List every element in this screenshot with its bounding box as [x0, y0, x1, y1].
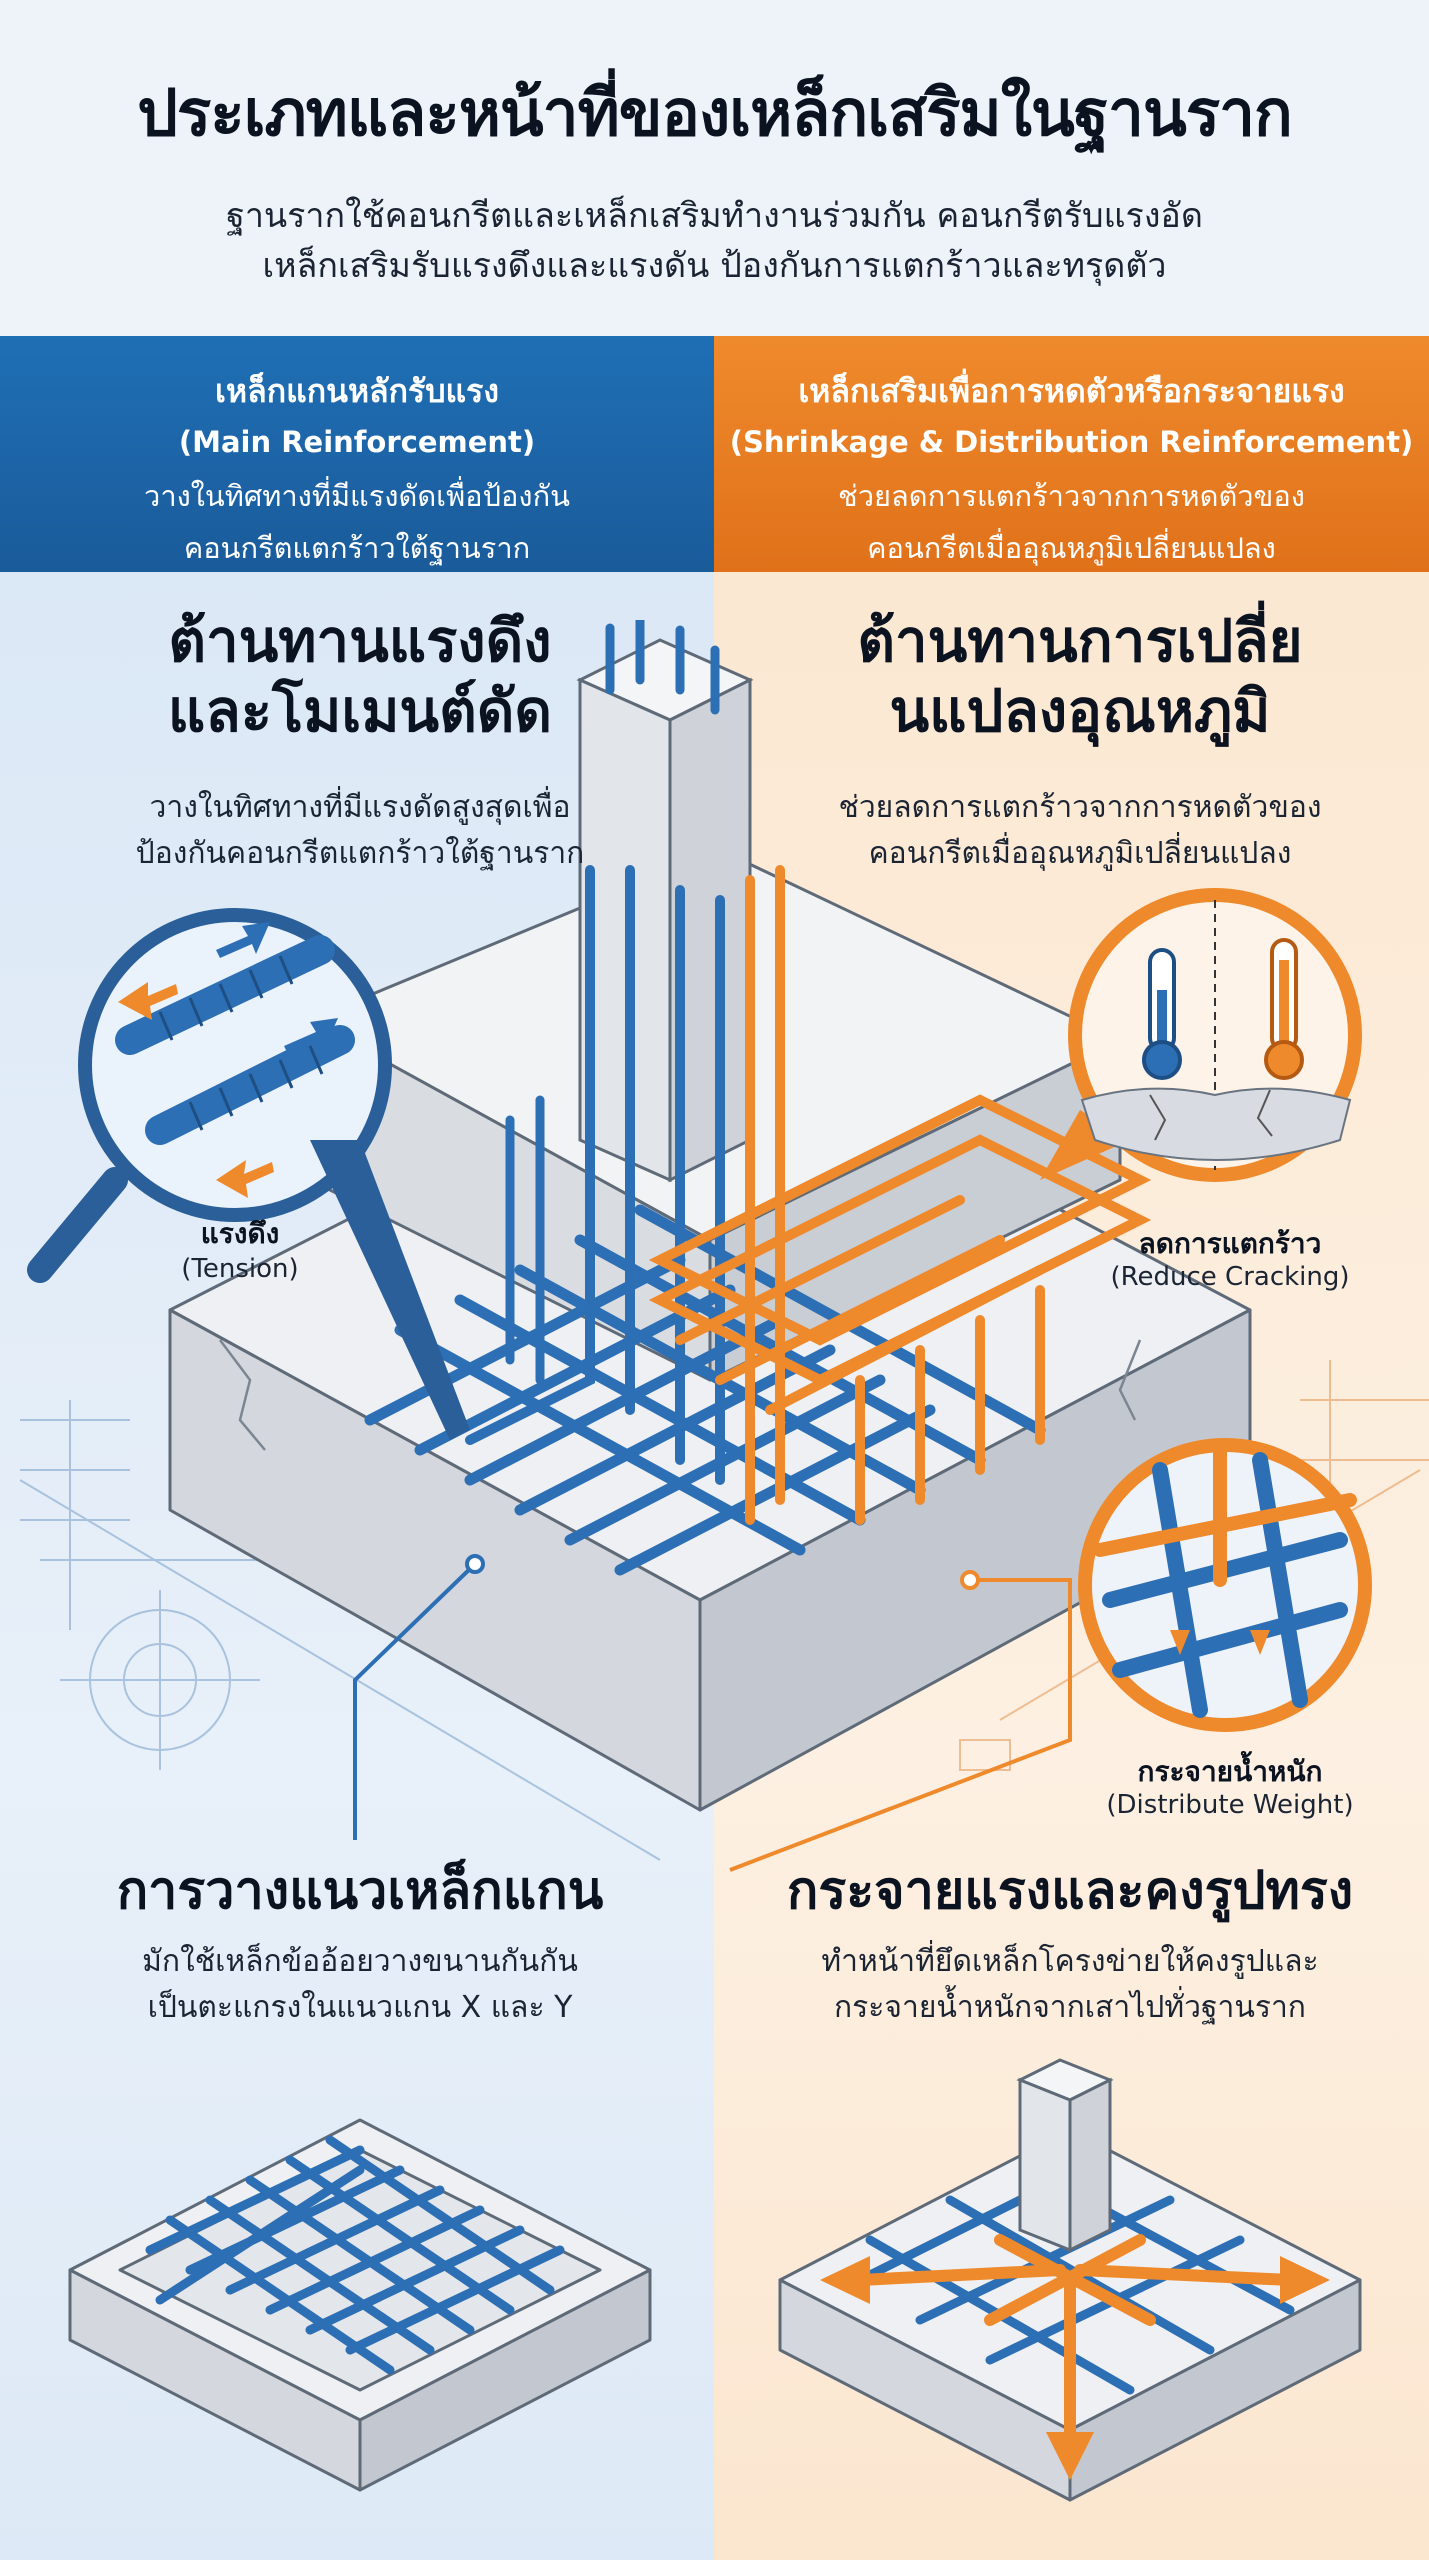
banner-left-desc-2: คอนกรีตแตกร้าวใต้ฐานราก: [183, 531, 531, 565]
cracking-label: ลดการแตกร้าว: [1138, 1227, 1322, 1260]
weight-label-english: (Distribute Weight): [1106, 1790, 1354, 1820]
tension-desc-2: ป้องกันคอนกรีตแตกร้าวใต้ฐานราก: [135, 836, 585, 871]
temperature-heading-line-2: นแปลงอุณหภูมิ: [889, 677, 1271, 745]
temperature-desc-2: คอนกรีตเมื่ออุณหภูมิเปลี่ยนแปลง: [868, 836, 1292, 871]
distribution-footing-illustration: [778, 2058, 1362, 2502]
shrinkage-reinforcement-banner: เหล็กเสริมเพื่อการหดตัวหรือกระจายแรง (Sh…: [714, 336, 1429, 572]
banner-left-title: เหล็กแกนหลักรับแรง: [215, 372, 499, 410]
main-reinforcement-banner: เหล็กแกนหลักรับแรง (Main Reinforcement) …: [0, 336, 714, 572]
tension-label-english: (Tension): [181, 1254, 299, 1284]
subtitle-line-1: ฐานรากใช้คอนกรีตและเหล็กเสริมทำงานร่วมกั…: [226, 196, 1203, 236]
banner-right-title: เหล็กเสริมเพื่อการหดตัวหรือกระจายแรง: [798, 372, 1345, 410]
placement-desc-2: เป็นตะแกรงในแนวแกน X และ Y: [147, 1990, 573, 2025]
temperature-desc-1: ช่วยลดการแตกร้าวจากการหดตัวของ: [838, 790, 1322, 825]
banner-left-desc-1: วางในทิศทางที่มีแรงดัดเพื่อป้องกัน: [144, 479, 570, 513]
placement-desc-1: มักใช้เหล็กข้ออ้อยวางขนานกันกัน: [142, 1944, 578, 1979]
tension-desc-1: วางในทิศทางที่มีแรงดัดสูงสุดเพื่อ: [149, 790, 571, 825]
mesh-footing-illustration: [68, 2118, 652, 2492]
tension-heading-line-2: และโมเมนต์ดัด: [167, 677, 553, 745]
footing-illustration: [168, 620, 1252, 1812]
distribution-desc-1: ทำหน้าที่ยึดเหล็กโครงข่ายให้คงรูปและ: [821, 1944, 1319, 1979]
distribution-desc-2: กระจายน้ำหนักจากเสาไปทั่วฐานราก: [834, 1990, 1306, 2025]
banner-right-desc-2: คอนกรีตเมื่ออุณหภูมิเปลี่ยนแปลง: [867, 531, 1276, 565]
thermometer-magnifier-icon: [1040, 888, 1362, 1182]
weight-magnifier-icon: [1078, 1438, 1372, 1732]
page-title: ประเภทและหน้าที่ของเหล็กเสริมในฐานราก: [137, 77, 1293, 151]
banner-left-english: (Main Reinforcement): [178, 425, 536, 459]
leader-lines: [353, 1554, 1072, 1872]
banner-right-desc-1: ช่วยลดการแตกร้าวจากการหดตัวของ: [838, 479, 1305, 513]
tension-heading-line-1: ต้านทานแรงดึง: [168, 607, 552, 675]
tension-pointer: [310, 1140, 470, 1440]
subtitle-line-2: เหล็กเสริมรับแรงดึงและแรงดัน ป้องกันการแ…: [262, 246, 1167, 286]
temperature-heading-line-1: ต้านทานการเปลี่ย: [857, 607, 1303, 675]
cracking-label-english: (Reduce Cracking): [1110, 1262, 1350, 1292]
tension-label: แรงดึง: [200, 1217, 280, 1250]
placement-heading: การวางแนวเหล็กแกน: [116, 1861, 604, 1921]
banner-right-english: (Shrinkage & Distribution Reinforcement): [729, 425, 1414, 459]
distribution-heading: กระจายแรงและคงรูปทรง: [786, 1861, 1354, 1921]
weight-label: กระจายน้ำหนัก: [1137, 1755, 1323, 1788]
